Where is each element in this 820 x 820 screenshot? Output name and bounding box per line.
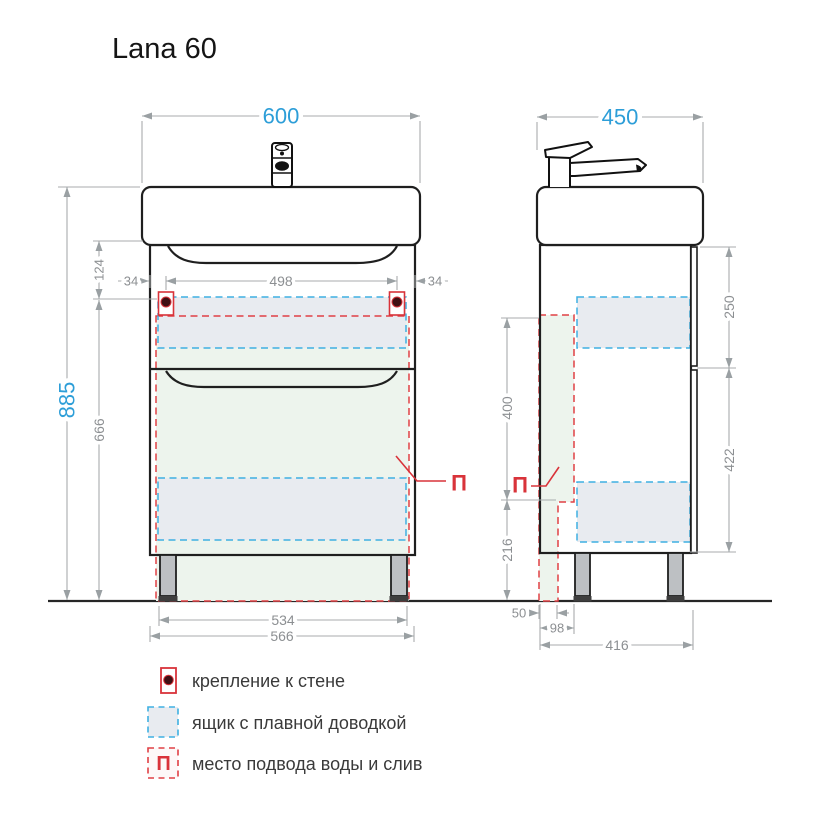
side-drawer1-zone-fill	[577, 297, 690, 348]
legend-item-soft-close-drawer: ящик с плавной доводкой	[147, 706, 406, 738]
dim-drawer1-front-height: 250	[697, 246, 741, 369]
dim-mount-offset-right-value: 34	[428, 274, 442, 289]
dim-supply-zone-bottom: 216	[496, 500, 519, 600]
side-drawer2-front-panel	[690, 369, 698, 554]
dim-mount-offset-right: 34	[414, 270, 448, 292]
dim-supply-zone-height-value: 400	[499, 396, 515, 420]
side-supply-zone-outline	[538, 314, 575, 602]
side-supply-zone-fill	[539, 315, 574, 601]
side-supply-callout-label: П	[512, 473, 528, 498]
front-wall-mount-left	[157, 291, 175, 316]
side-leg-back	[667, 552, 684, 597]
front-drawer2-handle-recess	[165, 370, 398, 389]
dim-supply-zone-bottom-value: 216	[499, 538, 515, 562]
dim-cabinet-depth-value: 416	[605, 637, 629, 653]
dim-mount-span: 498	[165, 270, 398, 293]
front-supply-callout: П	[395, 455, 467, 496]
dim-legs-span-value: 534	[271, 612, 295, 628]
side-dimensions: 450 250 422 400 216	[496, 100, 741, 657]
front-drawer2-zone-outline	[157, 477, 407, 541]
dim-supply-zone-width: 98	[539, 604, 575, 639]
soft-close-drawer-icon	[147, 706, 179, 738]
dim-legs-span: 534	[158, 606, 408, 632]
front-supply-callout-label: П	[451, 471, 467, 496]
legend-water-supply-label: место подвода воды и слив	[192, 754, 422, 774]
dim-cabinet-depth: 416	[539, 610, 694, 657]
dim-drawer2-front-height-value: 422	[721, 448, 737, 472]
dim-sink-depth-value: 450	[602, 105, 639, 130]
dim-supply-zone-bottom-width: 50	[508, 602, 569, 624]
dim-sink-to-mount-value: 124	[92, 259, 107, 281]
page-title: Lana 60	[112, 33, 217, 65]
front-foot-right	[389, 596, 409, 602]
wall-mount-dot-icon	[163, 674, 174, 686]
dim-total-height-value: 885	[55, 382, 80, 419]
side-leg-front	[574, 552, 591, 597]
dim-sink-width-value: 600	[263, 104, 300, 129]
dim-mount-offset-left: 34	[118, 270, 151, 292]
front-supply-zone-outline	[155, 315, 410, 602]
front-drawer2-zone-fill	[158, 478, 406, 540]
dim-supply-zone-height: 400	[496, 317, 556, 501]
dim-drawer2-front-height: 422	[690, 368, 741, 553]
dim-sink-to-mount: 124	[88, 240, 157, 300]
water-supply-icon	[147, 747, 179, 779]
front-leg-right	[390, 554, 408, 597]
front-leg-left	[159, 554, 177, 597]
front-view: П	[140, 142, 467, 602]
dim-cabinet-width-value: 566	[270, 628, 294, 644]
side-foot-front	[573, 596, 592, 602]
dim-supply-zone-width-value: 98	[550, 621, 564, 636]
water-supply-icon-letter: П	[156, 753, 170, 775]
dim-drawer1-front-height-value: 250	[721, 295, 737, 319]
front-foot-left	[158, 596, 178, 602]
front-faucet	[271, 142, 293, 188]
dim-sink-depth: 450	[536, 100, 704, 183]
front-supply-zone-fill	[156, 316, 409, 601]
legend-wall-mount-label: крепление к стене	[192, 671, 345, 691]
side-foot-back	[666, 596, 685, 602]
side-view: П	[512, 141, 705, 602]
dim-cabinet-width: 566	[149, 625, 415, 648]
legend-soft-close-drawer-label: ящик с плавной доводкой	[192, 713, 406, 733]
dim-supply-zone-bottom-width-value: 50	[512, 606, 526, 621]
side-drawer2-zone-fill	[577, 482, 690, 542]
front-sink	[140, 185, 422, 247]
legend-item-water-supply: П место подвода воды и слив	[147, 747, 422, 779]
front-drawer1-zone-fill	[158, 297, 406, 348]
dim-mount-span-value: 498	[269, 273, 293, 289]
dim-sink-width: 600	[141, 99, 421, 183]
dim-mount-to-floor-value: 666	[91, 418, 107, 442]
side-supply-callout: П	[512, 466, 560, 498]
dim-mount-to-floor: 666	[88, 300, 111, 600]
side-faucet	[544, 141, 647, 187]
front-wall-mount-right	[388, 291, 406, 316]
legend: крепление к стене ящик с плавной доводко…	[147, 667, 422, 779]
dim-total-height: 885	[50, 186, 140, 600]
side-drawer1-front-panel	[690, 246, 698, 367]
dim-mount-offset-left-value: 34	[124, 274, 138, 289]
front-dimensions: 600 498 34 34 124	[50, 99, 448, 648]
side-sink	[535, 185, 705, 247]
front-drawer1-handle-recess	[167, 245, 398, 265]
legend-item-wall-mount: крепление к стене	[160, 667, 345, 694]
